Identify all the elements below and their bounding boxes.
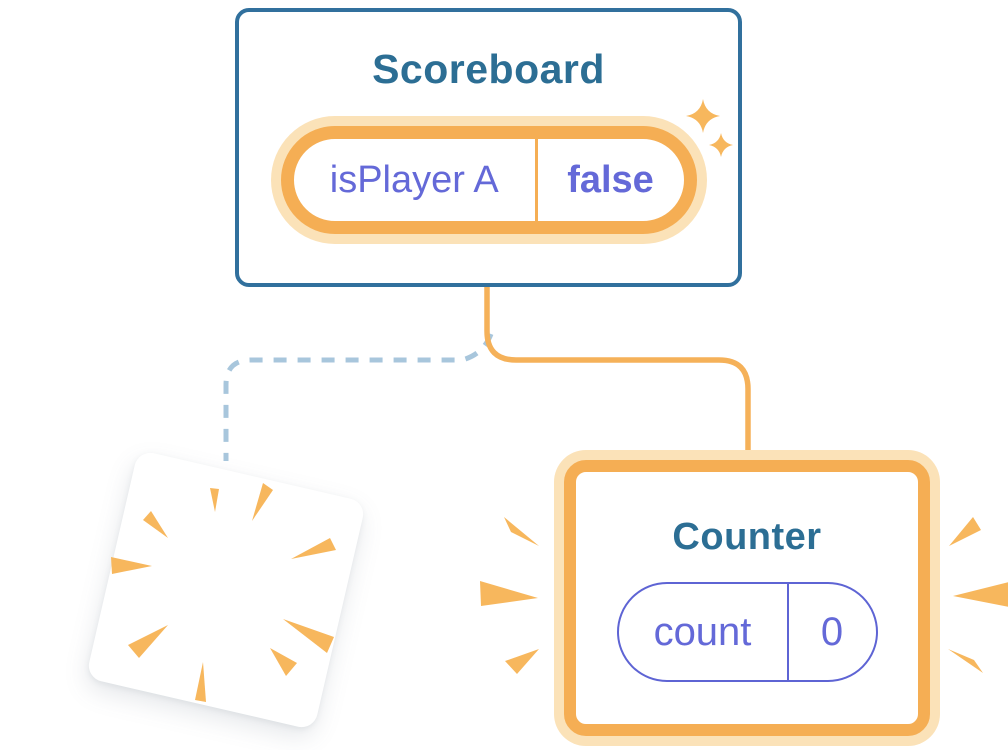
emphasis-ray-icon (480, 581, 538, 606)
scoreboard-state-pill: isPlayer A false (280, 126, 697, 234)
emphasis-ray-icon (504, 517, 539, 546)
counter-card: Counter count 0 (564, 460, 930, 736)
emphasis-ray-icon (948, 649, 983, 673)
emphasis-ray-icon (505, 649, 539, 674)
counter-title: Counter (672, 516, 822, 558)
connector-dashed (223, 333, 494, 461)
emphasis-rays-right-icon (948, 517, 1008, 673)
scoreboard-title: Scoreboard (372, 46, 605, 92)
scoreboard-state-label: isPlayer A (329, 158, 499, 201)
scoreboard-state-value: false (567, 158, 654, 201)
emphasis-ray-icon (949, 517, 981, 546)
counter-state-pill: count 0 (616, 582, 878, 682)
scoreboard-card: Scoreboard isPlayer A false (235, 8, 742, 287)
emphasis-ray-icon (953, 582, 1008, 607)
pill-divider (535, 139, 538, 221)
pill-divider (786, 584, 789, 680)
counter-state-label: count (653, 609, 752, 654)
unmounted-card (85, 449, 367, 731)
emphasis-rays-left-icon (480, 517, 539, 674)
counter-state-value: 0 (820, 609, 844, 654)
connector-solid (484, 282, 751, 458)
